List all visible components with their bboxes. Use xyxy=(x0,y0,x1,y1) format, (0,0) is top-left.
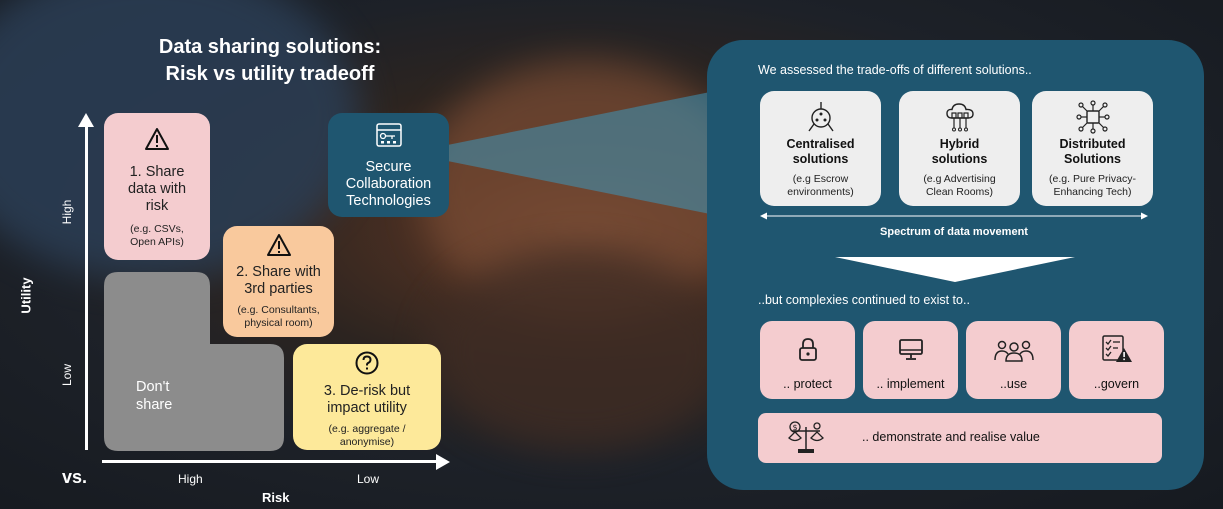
monitor-icon xyxy=(898,339,923,360)
dont-share-label: Don't share xyxy=(136,378,172,414)
y-axis-arrowhead xyxy=(78,113,94,127)
svg-text:$: $ xyxy=(792,423,797,432)
hybrid-note-2: Clean Rooms) xyxy=(925,186,994,198)
derisk-note-line-2: anonymise) xyxy=(339,436,395,448)
spectrum-label: Spectrum of data movement xyxy=(880,226,1028,238)
de-risk-card: 3. De-risk but impact utility (e.g. aggr… xyxy=(293,344,441,450)
title-line-1: Data sharing solutions: xyxy=(158,36,382,58)
checklist-warning-icon xyxy=(1101,335,1132,362)
use-card: ..use xyxy=(966,321,1061,399)
demonstrate-value-label: .. demonstrate and realise value xyxy=(862,430,1040,444)
y-axis-title: Utility xyxy=(18,277,34,314)
protect-card: .. protect xyxy=(760,321,855,399)
warning-icon xyxy=(266,234,291,256)
distributed-solutions-card: Distributed Solutions (e.g. Pure Privacy… xyxy=(1032,91,1153,206)
share-title-line-1: 1. Share xyxy=(129,164,185,180)
implement-card: .. implement xyxy=(863,321,958,399)
background-hand-right xyxy=(430,250,730,450)
demonstrate-value-bar: $ .. demonstrate and realise value xyxy=(758,413,1162,463)
share-title-line-2: data with xyxy=(127,181,187,197)
distributed-note-2: Enhancing Tech) xyxy=(1053,186,1132,198)
share-note-line-2: Open APIs) xyxy=(130,236,184,248)
x-axis-arrowhead xyxy=(436,454,450,470)
third-parties-card: 2. Share with 3rd parties (e.g. Consulta… xyxy=(223,226,334,337)
scales-money-icon: $ xyxy=(788,421,824,453)
lock-icon xyxy=(798,338,817,361)
centralised-note-2: environments) xyxy=(787,186,854,198)
question-icon xyxy=(355,351,379,375)
third-note-line-1: (e.g. Consultants, xyxy=(237,304,320,316)
panel-heading: We assessed the trade-offs of different … xyxy=(758,63,1032,77)
derisk-title-line-2: impact utility xyxy=(327,400,407,416)
protect-label: .. protect xyxy=(783,377,832,391)
x-axis-high-label: High xyxy=(178,472,203,486)
server-key-icon xyxy=(375,123,402,147)
centralised-title-2: solutions xyxy=(792,152,849,166)
third-title-line-2: 3rd parties xyxy=(244,281,313,297)
share-with-risk-card: 1. Share data with risk (e.g. CSVs, Open… xyxy=(104,113,210,260)
use-label: ..use xyxy=(999,377,1028,391)
third-title-line-1: 2. Share with xyxy=(236,264,321,280)
distributed-network-icon xyxy=(1075,100,1110,134)
share-note-line-1: (e.g. CSVs, xyxy=(130,223,184,235)
secure-collaboration-card: Secure Collaboration Technologies xyxy=(328,113,449,217)
third-note-line-2: physical room) xyxy=(244,317,313,329)
dont-share-line-1: Don't xyxy=(136,379,170,395)
hybrid-solutions-card: Hybrid solutions (e.g Advertising Clean … xyxy=(899,91,1020,206)
hybrid-cloud-icon xyxy=(945,103,974,132)
distributed-note-1: (e.g. Pure Privacy- xyxy=(1049,173,1136,185)
x-axis-line xyxy=(102,460,440,463)
people-icon xyxy=(993,340,1034,362)
share-title-line-3: risk xyxy=(145,198,169,214)
y-axis-high-label: High xyxy=(60,199,74,225)
centralised-solutions-card: Centralised solutions (e.g Escrow enviro… xyxy=(760,91,881,206)
dont-share-block xyxy=(104,272,284,451)
secure-line-1: Secure xyxy=(365,159,412,175)
down-triangle-arrow xyxy=(835,257,1075,282)
x-axis-title: Risk xyxy=(262,490,290,505)
spectrum-double-arrow xyxy=(760,212,1148,220)
dont-share-line-2: share xyxy=(136,397,173,413)
distributed-title-1: Distributed xyxy=(1059,137,1126,151)
y-axis-line xyxy=(85,120,88,450)
secure-line-3: Technologies xyxy=(346,193,431,209)
hybrid-title-1: Hybrid xyxy=(939,137,980,151)
warning-icon xyxy=(145,128,169,150)
y-axis-low-label: Low xyxy=(60,364,74,387)
x-axis-low-label: Low xyxy=(357,472,380,486)
centralised-note-1: (e.g Escrow xyxy=(792,173,849,185)
page-title: Data sharing solutions: Risk vs utility … xyxy=(120,34,420,88)
derisk-note-line-1: (e.g. aggregate / xyxy=(328,423,406,435)
distributed-title-2: Solutions xyxy=(1064,152,1121,166)
hybrid-note-1: (e.g Advertising xyxy=(923,173,996,185)
implement-label: .. implement xyxy=(876,377,945,391)
derisk-title-line-1: 3. De-risk but xyxy=(323,383,411,399)
hybrid-title-2: solutions xyxy=(931,152,988,166)
govern-card: ..govern xyxy=(1069,321,1164,399)
title-line-2: Risk vs utility tradeoff xyxy=(165,63,375,85)
vs-label: vs. xyxy=(62,467,88,487)
centralised-icon xyxy=(807,102,834,132)
secure-line-2: Collaboration xyxy=(345,176,432,192)
centralised-title-1: Centralised xyxy=(786,137,855,151)
govern-label: ..govern xyxy=(1093,377,1140,391)
complexities-heading: ..but complexies continued to exist to.. xyxy=(758,293,970,307)
